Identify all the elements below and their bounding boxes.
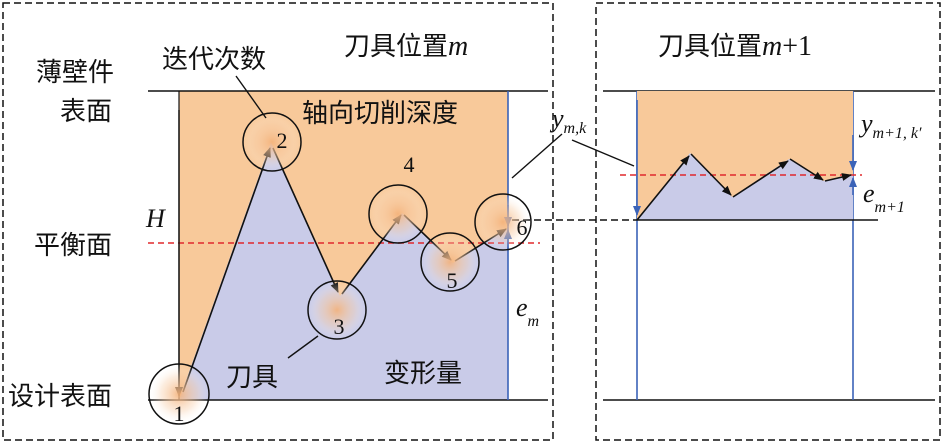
iteration-point-5: 5: [420, 232, 480, 293]
iteration-label-leader: [235, 75, 267, 119]
right-iter-arrow-1: [636, 155, 690, 221]
thin-wall-label-line2: 表面: [60, 97, 112, 127]
iteration-point-4: 4: [368, 152, 428, 244]
right-tool-region: [637, 153, 853, 220]
iteration-point-1: 1: [148, 363, 210, 426]
tool-label: 刀具: [226, 363, 278, 393]
svg-text:6: 6: [517, 215, 528, 240]
svg-text:3: 3: [334, 314, 345, 339]
e-m1-label: em+1: [863, 179, 905, 216]
design-surface-label: 设计表面: [8, 382, 112, 412]
svg-text:4: 4: [404, 152, 415, 177]
H-label: H: [145, 204, 166, 233]
right-iter-arrow-5: [824, 173, 852, 182]
thin-wall-label-line1: 薄壁件: [36, 58, 114, 88]
iteration-count-label: 迭代次数: [162, 45, 266, 75]
axial-depth-label: 轴向切削深度: [302, 99, 458, 129]
svg-text:5: 5: [447, 268, 458, 293]
tool-deformation-region: [179, 142, 508, 400]
right-panel-frame: [595, 2, 941, 441]
panel-left-title: 刀具位置m: [344, 31, 468, 62]
y-mk-leader-2: [571, 139, 635, 167]
svg-text:2: 2: [277, 128, 288, 153]
e-m-label: em: [516, 293, 539, 330]
y-mk-label: ym,k: [549, 104, 587, 137]
deformation-label: 变形量: [384, 359, 462, 389]
y-m1k-label: ym+1, k′: [858, 109, 922, 142]
right-iter-arrow-2: [690, 153, 732, 196]
svg-text:1: 1: [174, 401, 185, 426]
iteration-point-6: 6: [474, 193, 532, 251]
iteration-point-2: 2: [242, 112, 302, 172]
left-panel-frame: [2, 2, 554, 441]
y-mk-leader-1: [511, 133, 563, 179]
tool-label-leader: [287, 335, 319, 359]
balance-plane-label: 平衡面: [34, 231, 112, 261]
iteration-arrow-2-3: [272, 147, 339, 293]
right-iter-arrow-3: [732, 160, 789, 198]
panel-right-title: 刀具位置m+1: [658, 31, 812, 62]
iteration-point-3: 3: [307, 280, 367, 340]
right-iter-arrow-4: [789, 158, 824, 181]
iteration-arrow-1-2: [182, 147, 271, 393]
